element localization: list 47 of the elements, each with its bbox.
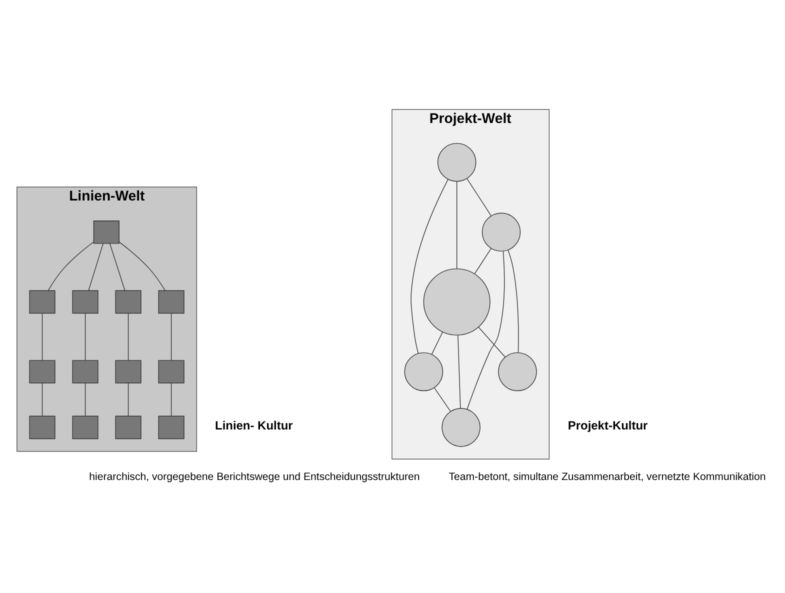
node-box	[158, 415, 184, 439]
node-box	[93, 220, 120, 244]
node-box	[115, 360, 142, 383]
connector	[466, 178, 492, 216]
connector	[478, 326, 506, 357]
label: Linien- Kultur	[215, 418, 293, 432]
connector	[456, 180, 458, 269]
cluster: Linien-Welt	[16, 186, 198, 452]
connector	[84, 312, 86, 360]
connector	[128, 382, 129, 416]
connector	[128, 312, 129, 360]
connector	[508, 249, 519, 352]
label: Team-betont, simultane Zusammenarbeit, vernetzte Kommunikation	[448, 470, 766, 482]
node-box	[158, 290, 184, 314]
connector	[170, 312, 172, 360]
connector	[42, 312, 43, 360]
node-box	[29, 415, 56, 439]
connector	[48, 241, 94, 290]
node-circle	[482, 212, 521, 252]
label: hierarchisch, vorgegebene Berichtswege und Entscheidungsstrukturen	[89, 470, 420, 482]
cluster: Projekt-Welt	[392, 108, 550, 460]
connector	[410, 178, 448, 354]
node-circle	[423, 268, 490, 335]
node-box	[29, 360, 56, 383]
label: Projekt-Kultur	[568, 418, 648, 432]
connector	[42, 382, 43, 416]
connector	[118, 241, 166, 290]
node-box	[29, 290, 56, 314]
node-box	[115, 415, 142, 439]
connector	[110, 242, 126, 290]
connector	[431, 331, 443, 354]
connector	[84, 382, 86, 416]
connector	[434, 387, 451, 412]
connector	[466, 250, 505, 409]
node-box	[72, 415, 98, 439]
connector	[170, 382, 172, 416]
node-box	[72, 290, 98, 314]
node-box	[72, 360, 98, 383]
node-circle	[442, 408, 480, 446]
connector	[458, 334, 461, 408]
node-box	[158, 360, 184, 383]
connector	[88, 242, 104, 290]
node-circle	[404, 352, 444, 391]
node-circle	[437, 142, 476, 182]
node-box	[115, 290, 142, 314]
connector	[474, 248, 492, 274]
node-circle	[498, 352, 537, 391]
